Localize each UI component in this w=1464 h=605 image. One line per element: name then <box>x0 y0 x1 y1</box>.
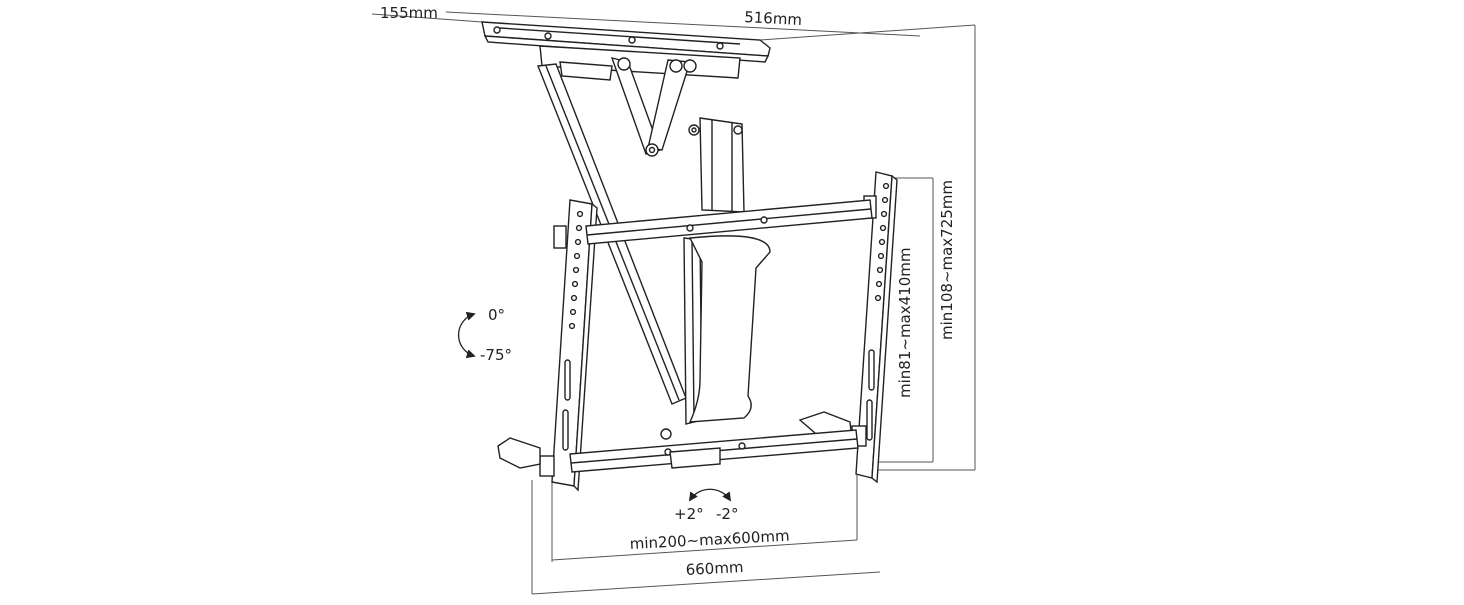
horizontal-rails <box>569 199 873 473</box>
depth-dim-line <box>371 13 483 23</box>
tilt-down-label: -75° <box>480 346 512 364</box>
depth-label: 155mm <box>380 4 438 22</box>
dimension-lines <box>371 11 976 595</box>
tilt-up-label: 0° <box>488 306 505 324</box>
vesa-horizontal-dim-line <box>551 539 858 561</box>
swivel-left-label: +2° <box>674 505 704 523</box>
vesa-horizontal-label: min200~max600mm <box>629 527 790 553</box>
tilt-arrow <box>457 311 476 359</box>
top-width-label: 516mm <box>744 8 803 29</box>
overall-height-label: min108~max725mm <box>938 180 956 340</box>
swivel-arrow <box>688 488 732 502</box>
overall-width-label: 660mm <box>685 558 744 579</box>
swivel-right-label: -2° <box>716 505 738 523</box>
left-vertical-bracket <box>497 199 598 492</box>
vesa-vertical-label: min81~max410mm <box>896 248 914 398</box>
top-width-dim-line <box>445 11 921 37</box>
overall-width-dim-line <box>531 571 881 595</box>
top-width-ext-line <box>759 24 976 41</box>
